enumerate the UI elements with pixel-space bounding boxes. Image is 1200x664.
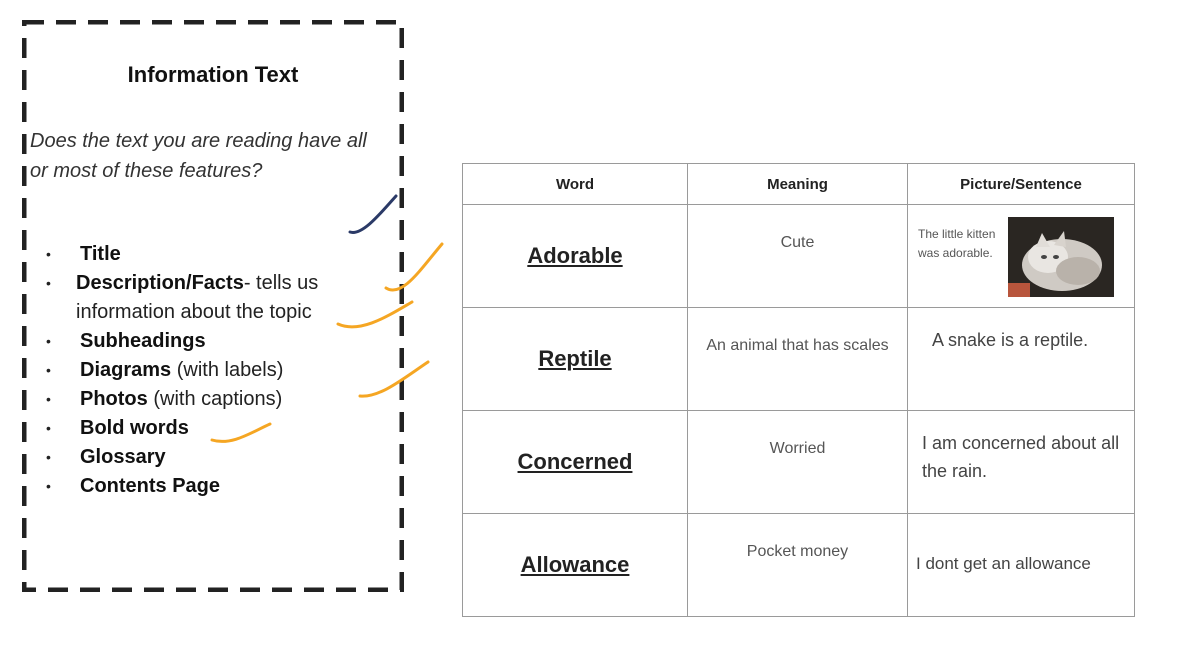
vocab-sentence: I dont get an allowance [916, 554, 1091, 573]
vocab-meaning: Worried [769, 440, 826, 457]
feature-item-photos: • Photos (with captions) [22, 385, 318, 414]
information-text-checklist: Information Text Does the text you are r… [22, 20, 404, 592]
word-cell: Concerned [462, 410, 688, 514]
feature-term: Glossary [80, 446, 166, 468]
feature-item-title: • Title [22, 240, 318, 269]
picture-sentence-cell: A snake is a reptile. [907, 307, 1135, 411]
vocab-meaning: An animal that has scales [706, 337, 889, 354]
feature-term: Contents Page [80, 475, 221, 497]
checklist-question: Does the text you are reading have all o… [30, 130, 367, 182]
meaning-cell: Cute [687, 204, 908, 308]
vocab-meaning: Pocket money [746, 543, 849, 560]
checklist-title: Information Text [127, 62, 299, 87]
bullet-icon: • [46, 246, 51, 262]
vocab-word: Concerned [517, 449, 633, 474]
vocab-sentence: I am concerned about all the rain. [922, 433, 1120, 481]
bullet-icon: • [46, 478, 51, 494]
feature-term: Bold words [80, 417, 189, 439]
picture-sentence-cell: I am concerned about all the rain. [907, 410, 1135, 514]
feature-item-description-cont: information about the topic [22, 298, 318, 327]
meaning-cell: An animal that has scales [687, 307, 908, 411]
word-cell: Reptile [462, 307, 688, 411]
feature-list: • Title • Description/Facts- tells us in… [22, 240, 318, 501]
picture-sentence-cell: I dont get an allowance [907, 513, 1135, 617]
feature-term: Photos [80, 388, 148, 410]
feature-item-contents-page: • Contents Page [22, 472, 318, 501]
feature-item-bold-words: • Bold words [22, 414, 318, 443]
meaning-cell: Worried [687, 410, 908, 514]
vocab-sentence: The little kitten was adorable. [918, 227, 996, 260]
feature-desc: (with captions) [147, 388, 283, 410]
word-cell: Allowance [462, 513, 688, 617]
bullet-icon: • [46, 449, 51, 465]
vocab-word: Reptile [538, 346, 612, 371]
vocab-sentence: A snake is a reptile. [932, 330, 1089, 350]
picture-sentence-cell: The little kitten was adorable. [907, 204, 1135, 308]
table-header-row: Word Meaning Picture/Sentence [462, 163, 1135, 205]
feature-term: Title [80, 243, 121, 265]
dashed-border [22, 20, 404, 592]
feature-term: Subheadings [80, 330, 206, 352]
bullet-icon: • [46, 420, 51, 436]
vocab-word: Allowance [520, 552, 630, 577]
kitten-photo [1008, 217, 1114, 297]
table-row: Adorable Cute The little kitten was ador… [462, 204, 1135, 308]
feature-item-diagrams: • Diagrams (with labels) [22, 356, 318, 385]
header-picture-sentence: Picture/Sentence [907, 163, 1135, 205]
header-meaning: Meaning [687, 163, 908, 205]
table-row: Concerned Worried I am concerned about a… [462, 410, 1135, 514]
table-row: Allowance Pocket money I dont get an all… [462, 513, 1135, 617]
bullet-icon: • [46, 333, 51, 349]
vocab-word: Adorable [527, 243, 623, 268]
feature-term: Diagrams [80, 359, 172, 381]
feature-desc: - tells us [243, 272, 319, 294]
vocab-meaning: Cute [780, 234, 815, 251]
feature-item-subheadings: • Subheadings [22, 327, 318, 356]
bullet-icon: • [46, 391, 51, 407]
header-word: Word [462, 163, 688, 205]
feature-item-description: • Description/Facts- tells us [22, 269, 318, 298]
bullet-icon: • [46, 275, 51, 291]
word-cell: Adorable [462, 204, 688, 308]
table-row: Reptile An animal that has scales A snak… [462, 307, 1135, 411]
feature-desc: (with labels) [171, 359, 284, 381]
feature-desc-cont: information about the topic [76, 301, 312, 323]
vocabulary-table: Word Meaning Picture/Sentence Adorable C… [462, 163, 1135, 617]
meaning-cell: Pocket money [687, 513, 908, 617]
feature-term: Description/Facts [76, 272, 244, 294]
bullet-icon: • [46, 362, 51, 378]
feature-item-glossary: • Glossary [22, 443, 318, 472]
